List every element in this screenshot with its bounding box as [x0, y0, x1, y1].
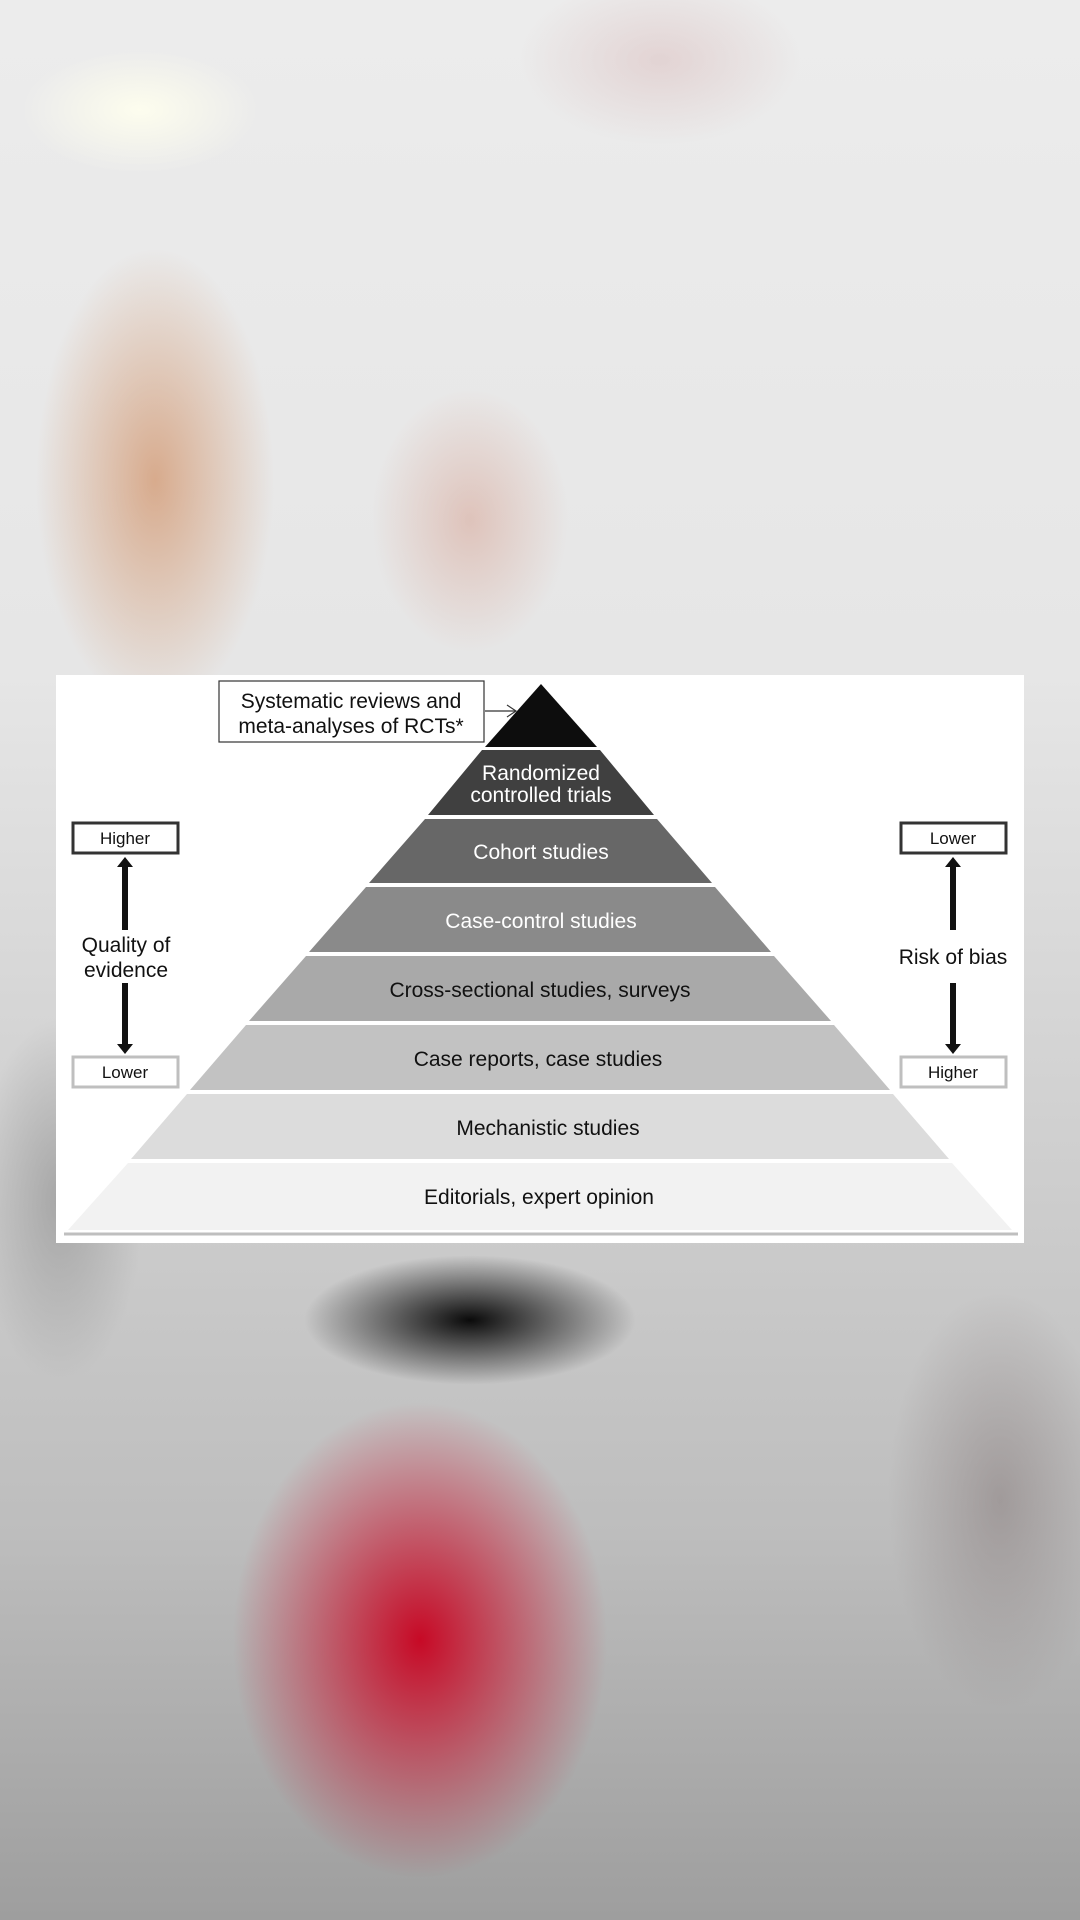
- tier-8-shape: [68, 1163, 1012, 1230]
- right-top-box-label: Lower: [930, 829, 977, 848]
- callout-line1: Systematic reviews and: [241, 690, 462, 713]
- left-top-box: [71, 821, 180, 855]
- right-axis-label: Risk of bias: [899, 946, 1008, 969]
- right-down-arrow-head: [945, 1044, 961, 1054]
- tier-4-shape: [309, 887, 771, 952]
- left-bottom-box-label: Lower: [102, 1063, 149, 1082]
- tier-4-label: Case-control studies: [445, 910, 636, 933]
- left-down-arrow-head: [117, 1044, 133, 1054]
- right-top-box: [899, 821, 1008, 855]
- evidence-pyramid-svg: Randomized controlled trials Cohort stud…: [64, 680, 1018, 1236]
- tier-5-shape: [249, 956, 831, 1021]
- tier-5-label: Cross-sectional studies, surveys: [389, 979, 690, 1002]
- left-top-box-label: Higher: [100, 829, 150, 848]
- left-bottom-box: [71, 1055, 180, 1089]
- evidence-pyramid-figure: Randomized controlled trials Cohort stud…: [56, 675, 1024, 1243]
- tier-2-shape: [428, 750, 654, 815]
- tier-6-shape: [190, 1025, 890, 1090]
- tier-2-line1: Randomized: [482, 762, 600, 785]
- tier-1-shape: [485, 684, 597, 747]
- right-bottom-box-label: Higher: [928, 1063, 978, 1082]
- tier-2-label-line2: controlled trials: [470, 784, 611, 807]
- tier-6-label: Case reports, case studies: [414, 1048, 663, 1071]
- tier-7-shape: [131, 1094, 949, 1159]
- left-axis-label-line1: Quality of: [82, 934, 171, 957]
- tier-2-line2: controlled trials: [470, 784, 611, 807]
- right-bottom-box: [899, 1055, 1008, 1089]
- left-axis-label-line2: evidence: [84, 959, 168, 982]
- tier-8-label: Editorials, expert opinion: [424, 1186, 654, 1209]
- tier-7-label: Mechanistic studies: [456, 1117, 639, 1140]
- callout-line2: meta-analyses of RCTs*: [238, 715, 463, 738]
- callout-box: [218, 680, 485, 743]
- tier-3-label: Cohort studies: [473, 841, 608, 864]
- tier-3-shape: [369, 819, 712, 883]
- callout-arrow-head: [506, 704, 518, 718]
- left-up-arrow-head: [117, 857, 133, 867]
- tier-2-label: Randomized: [482, 762, 600, 785]
- right-up-arrow-head: [945, 857, 961, 867]
